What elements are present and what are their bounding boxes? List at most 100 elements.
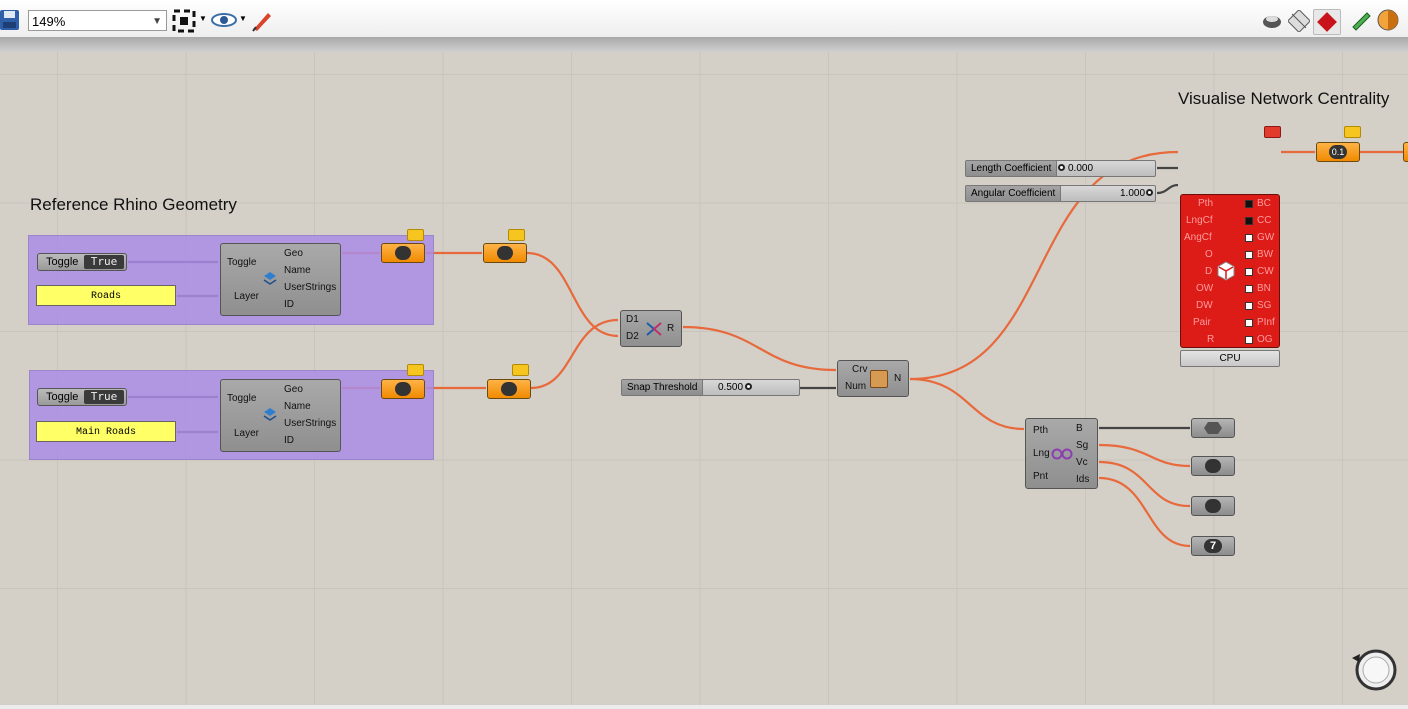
integer-param-label: 7 (1204, 539, 1222, 553)
save-icon[interactable] (0, 10, 19, 30)
output-label: Sg (1076, 440, 1089, 451)
input-label: D1 (626, 314, 639, 325)
zoom-extents-icon[interactable] (172, 9, 196, 33)
output-label: BW (1257, 249, 1274, 260)
red-gem-icon[interactable] (1313, 9, 1341, 35)
integer-param[interactable]: 7 (1191, 536, 1235, 556)
toggle-value[interactable]: True (84, 390, 124, 404)
boolean-toggle-main-roads[interactable]: Toggle True (37, 388, 127, 406)
input-label: Toggle (227, 393, 257, 404)
zoom-value: 149% (32, 14, 66, 29)
brep-param[interactable] (1191, 418, 1235, 438)
angular-coefficient-slider[interactable]: Angular Coefficient 1.000 (965, 185, 1156, 202)
wireframe-preview-icon[interactable] (1286, 8, 1312, 34)
toggle-label: Toggle (46, 391, 79, 403)
output-checkbox[interactable] (1245, 200, 1253, 208)
deconstruct-network-component[interactable]: Pth Lng Pnt B Sg Vc Ids (1025, 418, 1098, 489)
orange-sphere-icon[interactable] (1377, 9, 1399, 31)
boolean-toggle-roads[interactable]: Toggle True (37, 253, 127, 271)
toggle-value[interactable]: True (84, 255, 124, 269)
layer-reference-component-main-roads[interactable]: Toggle Layer Geo Name UserStrings ID (220, 379, 341, 452)
preview-eye-icon[interactable] (211, 12, 237, 28)
geometry-param-roads[interactable] (381, 243, 425, 263)
output-label: CC (1257, 215, 1272, 226)
snap-threshold-slider[interactable]: Snap Threshold 0.500 (621, 379, 800, 396)
slider-grip[interactable] (1146, 189, 1153, 196)
output-checkbox[interactable] (1245, 302, 1253, 310)
output-checkbox[interactable] (1245, 319, 1253, 327)
input-label: Pair (1193, 317, 1211, 328)
network-box-icon (870, 370, 888, 388)
shaded-preview-icon[interactable] (1261, 11, 1283, 33)
chevron-down-icon: ▼ (152, 16, 162, 27)
output-label: OG (1257, 334, 1273, 345)
wire (526, 251, 619, 338)
output-checkbox[interactable] (1245, 285, 1253, 293)
number-param-label: 0.1 (1329, 145, 1347, 159)
network-component[interactable]: Crv Num N (837, 360, 909, 397)
canvas-toolbar: 149% ▼ ▼ ▼ (0, 0, 1408, 38)
length-coefficient-slider[interactable]: Length Coefficient 0.000 (965, 160, 1156, 177)
output-label: SG (1257, 300, 1272, 311)
grasshopper-canvas[interactable]: Reference Rhino Geometry Visualise Netwo… (0, 52, 1408, 705)
message-flag-icon (1344, 126, 1361, 138)
slider-value: 0.500 (718, 382, 744, 393)
output-checkbox[interactable] (1245, 217, 1253, 225)
input-label: Layer (234, 428, 260, 439)
curve-param-vectors[interactable] (1191, 496, 1235, 516)
output-label: PInf (1257, 317, 1275, 328)
cpu-button[interactable]: CPU (1180, 350, 1280, 367)
curve-param-main-roads[interactable] (487, 379, 531, 399)
output-checkbox[interactable] (1245, 336, 1253, 344)
curve-param-roads[interactable] (483, 243, 527, 263)
output-checkbox[interactable] (1245, 234, 1253, 242)
output-label: Vc (1076, 457, 1088, 468)
number-param[interactable]: 0.1 (1316, 142, 1360, 162)
slider-label: Angular Coefficient (966, 186, 1062, 201)
message-flag-icon (407, 229, 424, 241)
output-label: Ids (1076, 474, 1090, 485)
input-label: OW (1196, 283, 1214, 294)
slider-grip[interactable] (1058, 164, 1065, 171)
output-checkbox[interactable] (1245, 268, 1253, 276)
hexagon-icon (1204, 421, 1222, 435)
output-label: Name (284, 401, 311, 412)
geometry-param-main-roads[interactable] (381, 379, 425, 399)
output-checkbox[interactable] (1245, 251, 1253, 259)
slider-value: 1.000 (1120, 188, 1146, 199)
layer-reference-component-roads[interactable]: Toggle Layer Geo Name UserStrings ID (220, 243, 341, 316)
sketch-pen-icon[interactable] (250, 9, 274, 33)
input-label: O (1205, 249, 1213, 260)
toggle-label: Toggle (46, 256, 79, 268)
output-label: Geo (284, 384, 303, 395)
network-centrality-cluster[interactable]: Pth LngCf AngCf O D OW DW Pair R BC CC G… (1180, 194, 1280, 348)
slider-label: Snap Threshold (622, 380, 704, 395)
output-label: BC (1257, 198, 1271, 209)
chevron-down-icon[interactable]: ▼ (239, 14, 247, 23)
next-param-partial[interactable] (1403, 142, 1408, 162)
chevron-down-icon[interactable]: ▼ (199, 14, 207, 23)
canvas-navigation-dial-icon[interactable] (1350, 648, 1398, 692)
merge-component[interactable]: D1 D2 R (620, 310, 682, 347)
input-label: R (1207, 334, 1215, 345)
panel-roads[interactable]: Roads (36, 285, 176, 306)
output-label: CW (1257, 266, 1274, 277)
output-label: B (1076, 423, 1083, 434)
panel-main-roads[interactable]: Main Roads (36, 421, 176, 442)
input-label: DW (1196, 300, 1213, 311)
slider-grip[interactable] (745, 383, 752, 390)
zoom-dropdown[interactable]: 149% ▼ (28, 10, 167, 31)
input-label: Layer (234, 291, 260, 302)
message-flag-icon (407, 364, 424, 376)
geometry-icon (395, 382, 411, 396)
output-label: ID (284, 435, 294, 446)
bottom-status-bar (0, 705, 1408, 709)
output-label: UserStrings (284, 282, 337, 293)
output-label: UserStrings (284, 418, 337, 429)
curve-param-segments[interactable] (1191, 456, 1235, 476)
output-label: GW (1257, 232, 1275, 243)
input-label: AngCf (1184, 232, 1212, 243)
input-label: Toggle (227, 257, 257, 268)
green-geometry-icon[interactable] (1350, 10, 1372, 32)
slider-value: 0.000 (1068, 163, 1094, 174)
